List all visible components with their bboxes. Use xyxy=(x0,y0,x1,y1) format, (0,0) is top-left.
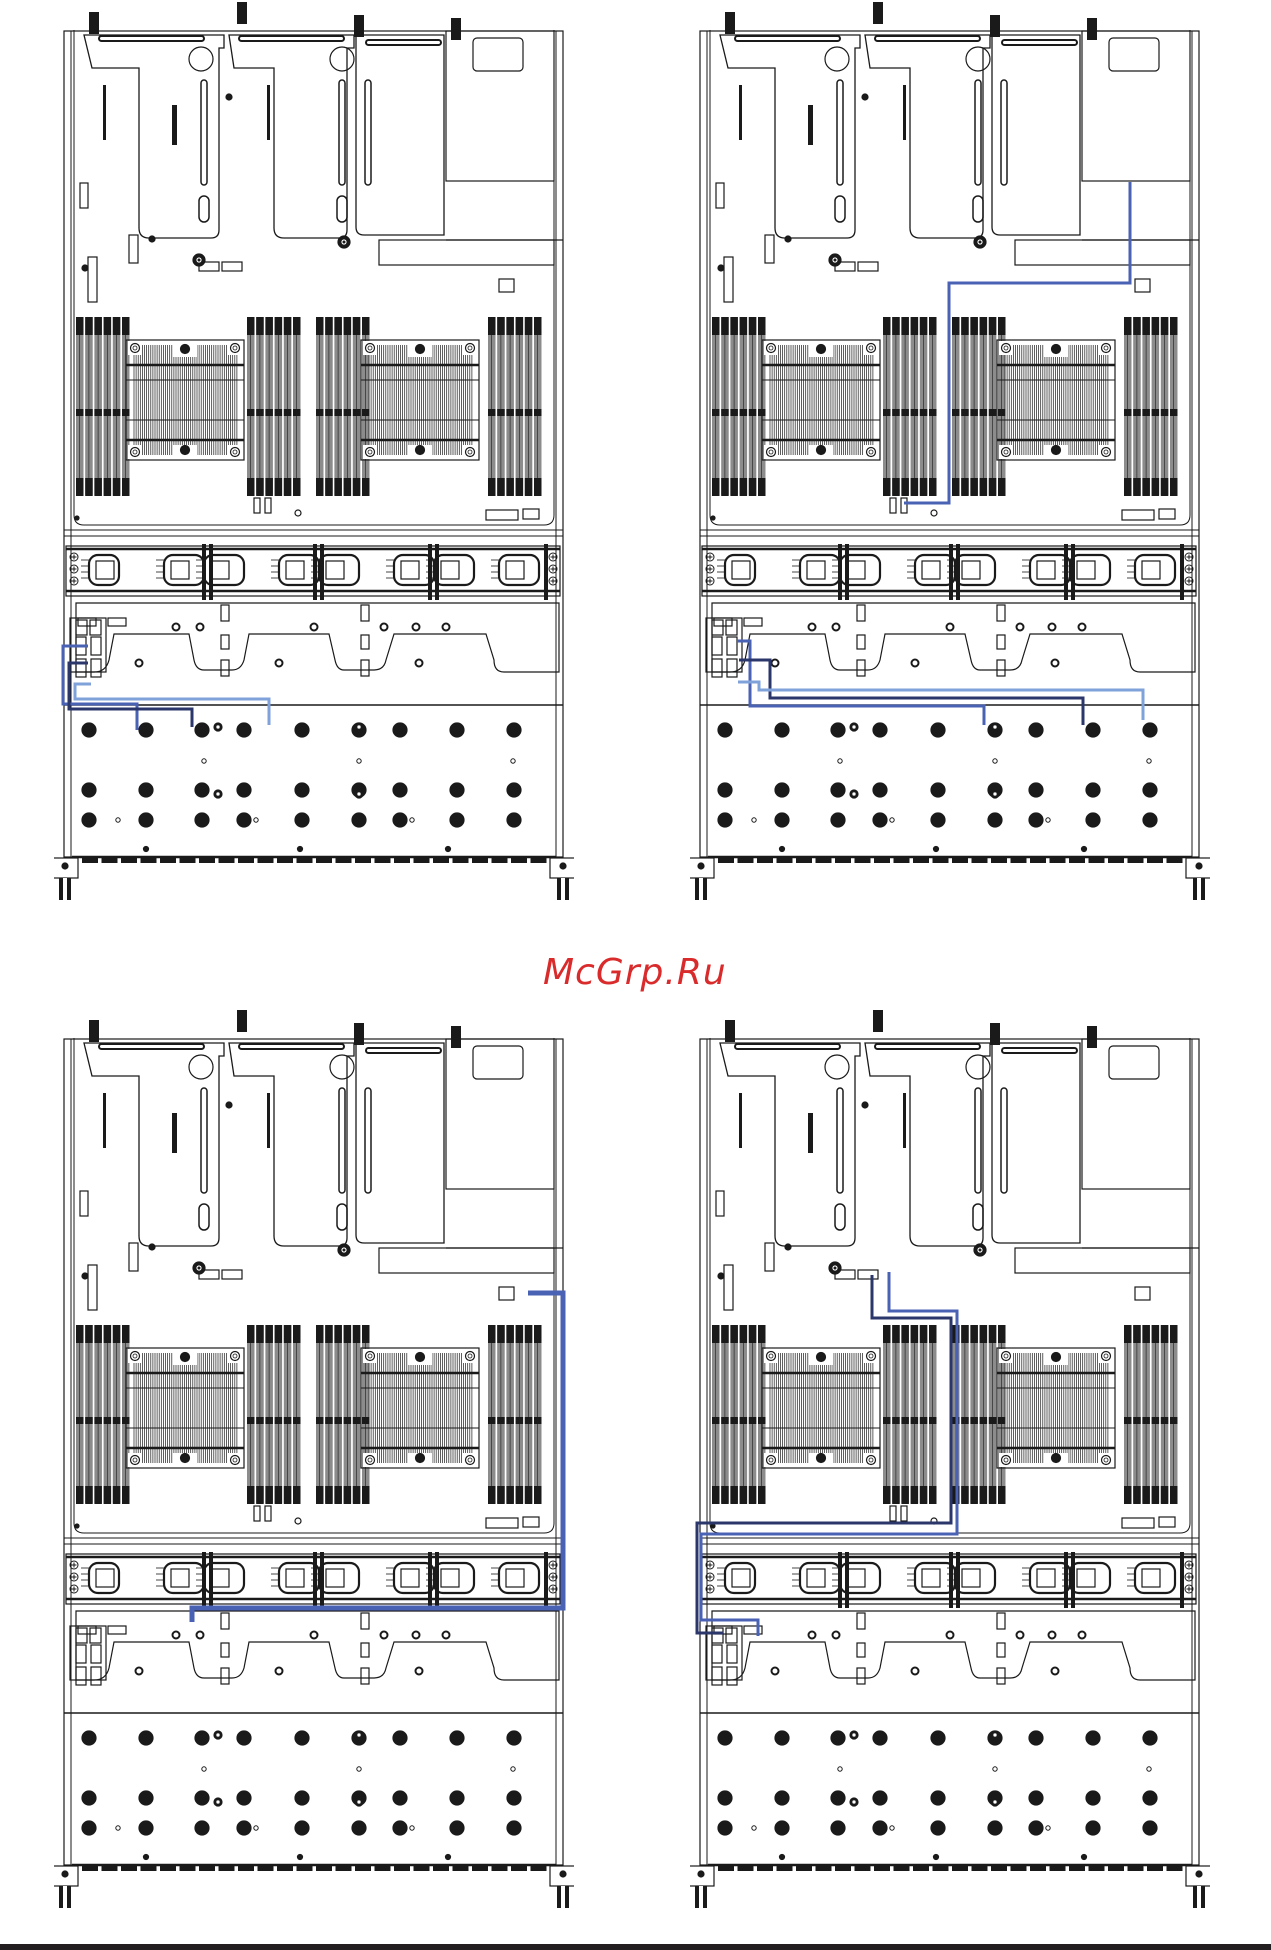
cable-light-blue xyxy=(738,680,1145,720)
cable-navy xyxy=(695,1275,953,1635)
server-diagram-top-left xyxy=(54,0,574,900)
chassis-drawing xyxy=(690,2,1210,900)
cable-navy xyxy=(67,661,194,727)
watermark: McGrp.Ru xyxy=(543,952,727,993)
chassis-drawing xyxy=(54,1010,574,1908)
chassis-drawing xyxy=(690,1010,1210,1908)
cable-medium-blue xyxy=(699,1272,959,1636)
server-diagram-bottom-left xyxy=(54,1008,574,1908)
cable-riser-to-board xyxy=(904,182,1132,505)
cable-light-blue xyxy=(73,682,271,725)
server-diagram-top-right xyxy=(690,0,1210,900)
chassis-drawing xyxy=(54,2,574,900)
cable-medium-blue xyxy=(737,639,986,725)
cable-medium-blue xyxy=(61,644,139,730)
page-bottom-rule xyxy=(0,1944,1271,1950)
server-diagram-bottom-right xyxy=(690,1008,1210,1908)
cable-medium-blue-thick xyxy=(189,1290,566,1622)
cable-navy xyxy=(739,658,1085,725)
